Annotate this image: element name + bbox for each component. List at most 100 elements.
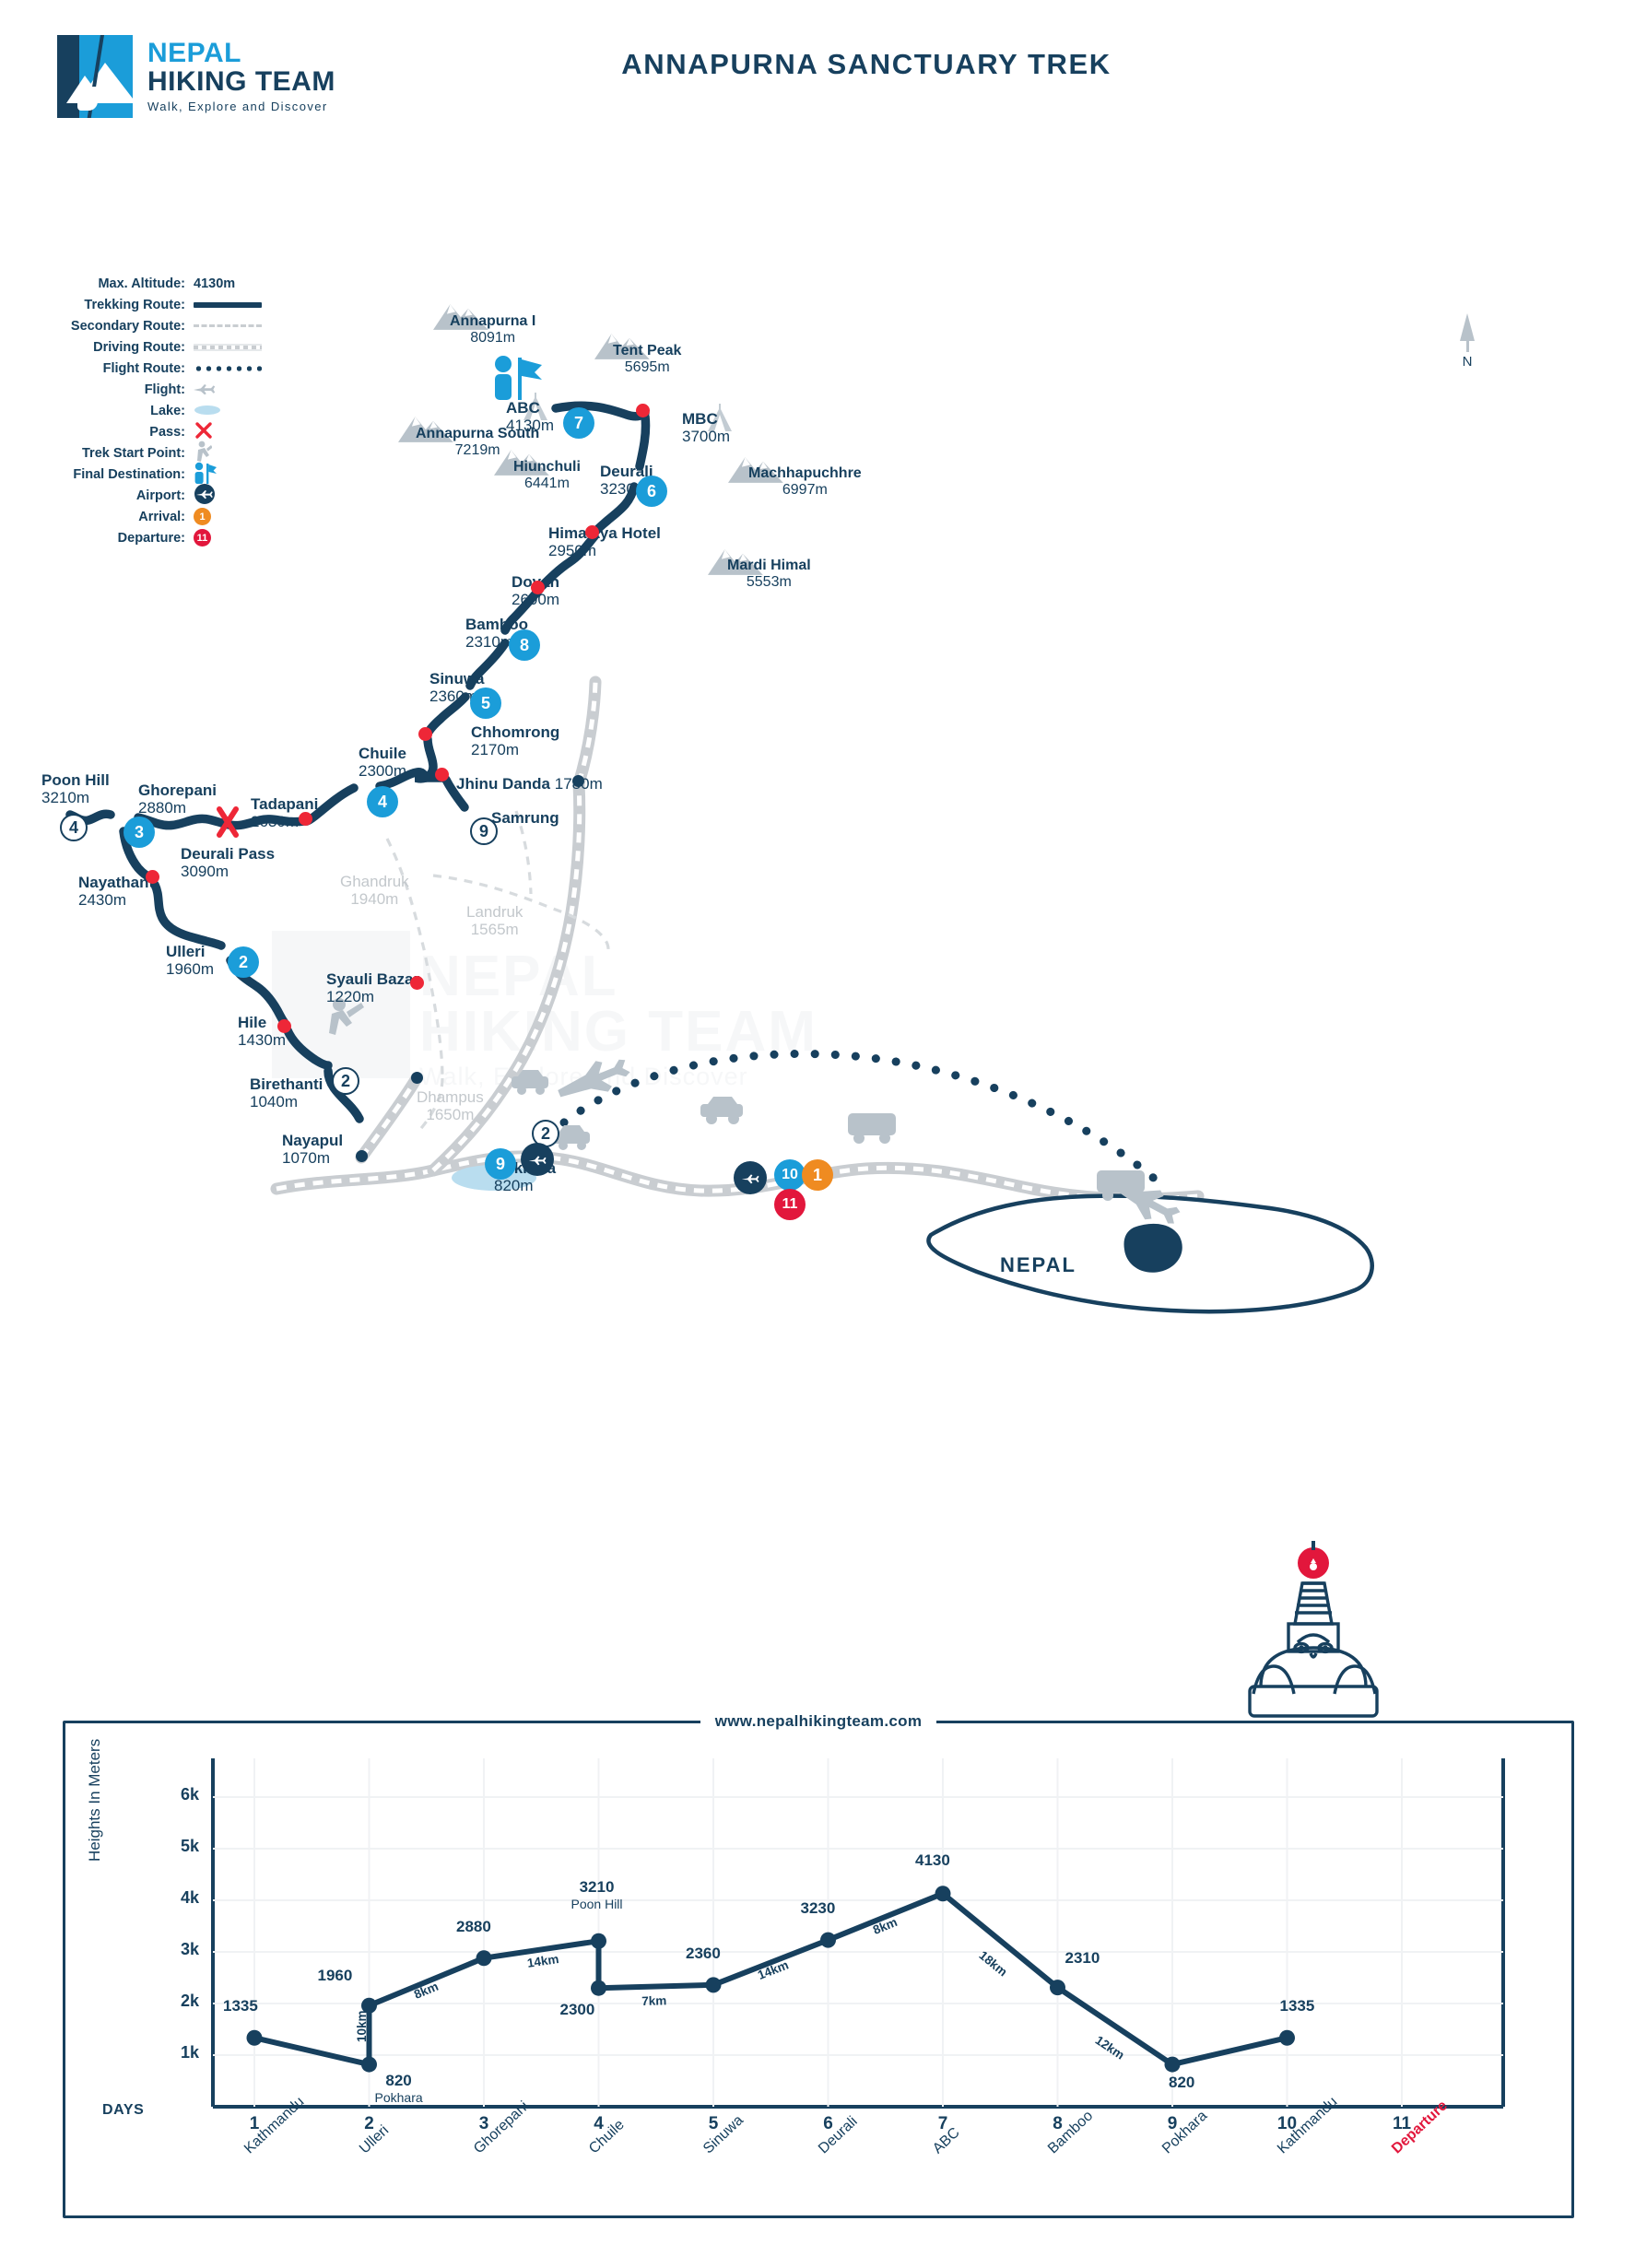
day-marker-7[interactable]: 7 <box>563 407 594 439</box>
place-altitude: 2880m <box>138 799 186 817</box>
mountain-name: Hiunchuli <box>513 459 581 475</box>
day-marker-9[interactable]: 9 <box>470 817 498 845</box>
legend-label: Flight: <box>144 382 185 397</box>
day-marker-2[interactable]: 2 <box>532 1120 559 1147</box>
place-altitude: 1565m <box>470 921 519 939</box>
x-tick-day-6: 6 <box>823 2114 833 2133</box>
legend-label: Final Destination: <box>73 466 185 482</box>
point-value-label: 4130 <box>915 1851 950 1870</box>
day-marker-4[interactable]: 4 <box>60 814 88 841</box>
legend-sample: 4130m <box>194 274 304 294</box>
mountain-altitude: 5553m <box>746 574 792 591</box>
place-altitude: 2300m <box>359 762 406 781</box>
place-name: Deurali Pass <box>181 845 276 863</box>
compass-direction: N <box>1462 354 1473 370</box>
place-altitude: 2430m <box>78 891 126 910</box>
airport-badge-pokhara[interactable] <box>521 1143 554 1176</box>
airport-badge-kathmandu[interactable] <box>734 1161 767 1194</box>
place-name: Samrung <box>491 809 559 827</box>
waypoint-dot[interactable] <box>146 870 159 884</box>
brand-logo[interactable]: NEPAL HIKING TEAM Walk, Explore and Disc… <box>57 35 335 118</box>
day-marker-1[interactable]: 1 <box>802 1159 833 1191</box>
legend-sample <box>194 380 304 400</box>
mountain-altitude: 6441m <box>523 476 570 492</box>
waypoint-dot[interactable] <box>418 727 432 741</box>
legend-label: Pass: <box>149 424 185 440</box>
place-name: Tadapani <box>251 795 319 813</box>
place-name: Chhomrong <box>471 723 560 741</box>
day-marker-6[interactable]: 6 <box>636 476 667 507</box>
legend-badge-11: 11 <box>194 529 211 546</box>
hiker-icon <box>194 441 213 465</box>
y-tick-label: 1k <box>180 2043 199 2062</box>
airplane-icon <box>194 380 218 399</box>
waypoint-dot[interactable] <box>410 976 424 990</box>
trek-route-swatch <box>194 301 262 308</box>
waypoint-dot[interactable] <box>585 525 599 539</box>
place-name: Himalaya Hotel <box>548 524 661 542</box>
website-url[interactable]: www.nepalhikingteam.com <box>65 1712 1571 1731</box>
legend-row-flight: Flight Route: <box>53 358 330 379</box>
mountain-name: Annapurna I <box>450 313 536 329</box>
driving-route-swatch <box>194 343 262 351</box>
airplane-icon-outbound <box>558 1059 630 1098</box>
place-name: Deurali <box>600 463 653 480</box>
point-value: 2300 <box>559 2001 595 2019</box>
legend-row-hiker-icon: Trek Start Point: <box>53 441 330 465</box>
jeep-icon-3 <box>553 1125 590 1150</box>
point-value: 4130 <box>915 1851 950 1869</box>
y-tick-label: 2k <box>180 1992 199 2010</box>
waypoint-dot[interactable] <box>531 581 545 594</box>
place-name: Birethanti <box>250 1075 323 1093</box>
flight-route-swatch <box>194 364 262 372</box>
legend-sample <box>194 295 304 315</box>
x-tick-day-8: 8 <box>1053 2114 1063 2133</box>
day-marker-9[interactable]: 9 <box>485 1148 516 1180</box>
place-name: Ghorepani <box>138 781 218 799</box>
day-marker-2[interactable]: 2 <box>332 1067 359 1095</box>
day-marker-5[interactable]: 5 <box>470 687 501 719</box>
mountain-altitude: 5695m <box>624 359 670 376</box>
waypoint-dot[interactable] <box>299 812 312 826</box>
day-marker-10[interactable]: 10 <box>774 1159 806 1191</box>
day-marker-8[interactable]: 8 <box>509 629 540 661</box>
x-tick-day-1: 1 <box>249 2114 260 2133</box>
y-tick-label: 5k <box>180 1837 199 1855</box>
legend-badge-1: 1 <box>194 508 211 525</box>
legend-row-trek: Trekking Route: <box>53 294 330 315</box>
day-marker-3[interactable]: 3 <box>124 817 155 848</box>
waypoint-dot[interactable] <box>636 404 650 417</box>
legend-sample <box>194 358 304 379</box>
pass-cross-icon <box>194 420 214 443</box>
y-tick-label: 3k <box>180 1940 199 1958</box>
place-name: Chuile <box>359 745 406 762</box>
waypoint-dot[interactable] <box>435 768 449 781</box>
day-marker-4[interactable]: 4 <box>367 786 398 817</box>
legend-row-flag-person-icon: Final Destination: <box>53 462 330 485</box>
website-url-text: www.nepalhikingteam.com <box>700 1712 937 1730</box>
mountain-altitude: 7219m <box>454 442 500 459</box>
legend-sample <box>194 441 304 465</box>
inset-country-label: NEPAL <box>1000 1253 1076 1276</box>
waypoint-dot[interactable] <box>277 1019 291 1033</box>
day-marker-2[interactable]: 2 <box>228 946 259 978</box>
day-marker-11[interactable]: 11 <box>774 1189 806 1220</box>
point-value-label: 3230 <box>801 1899 836 1918</box>
final-destination-icon-abc <box>495 356 542 400</box>
legend-sample <box>194 337 304 358</box>
place-name: Nayapul <box>282 1132 344 1149</box>
legend-sample <box>194 462 304 485</box>
place-altitude: 2170m <box>471 741 519 759</box>
point-value: 1335 <box>1279 1997 1315 2015</box>
legend-row-airport-badge-icon: Airport: <box>53 484 330 506</box>
